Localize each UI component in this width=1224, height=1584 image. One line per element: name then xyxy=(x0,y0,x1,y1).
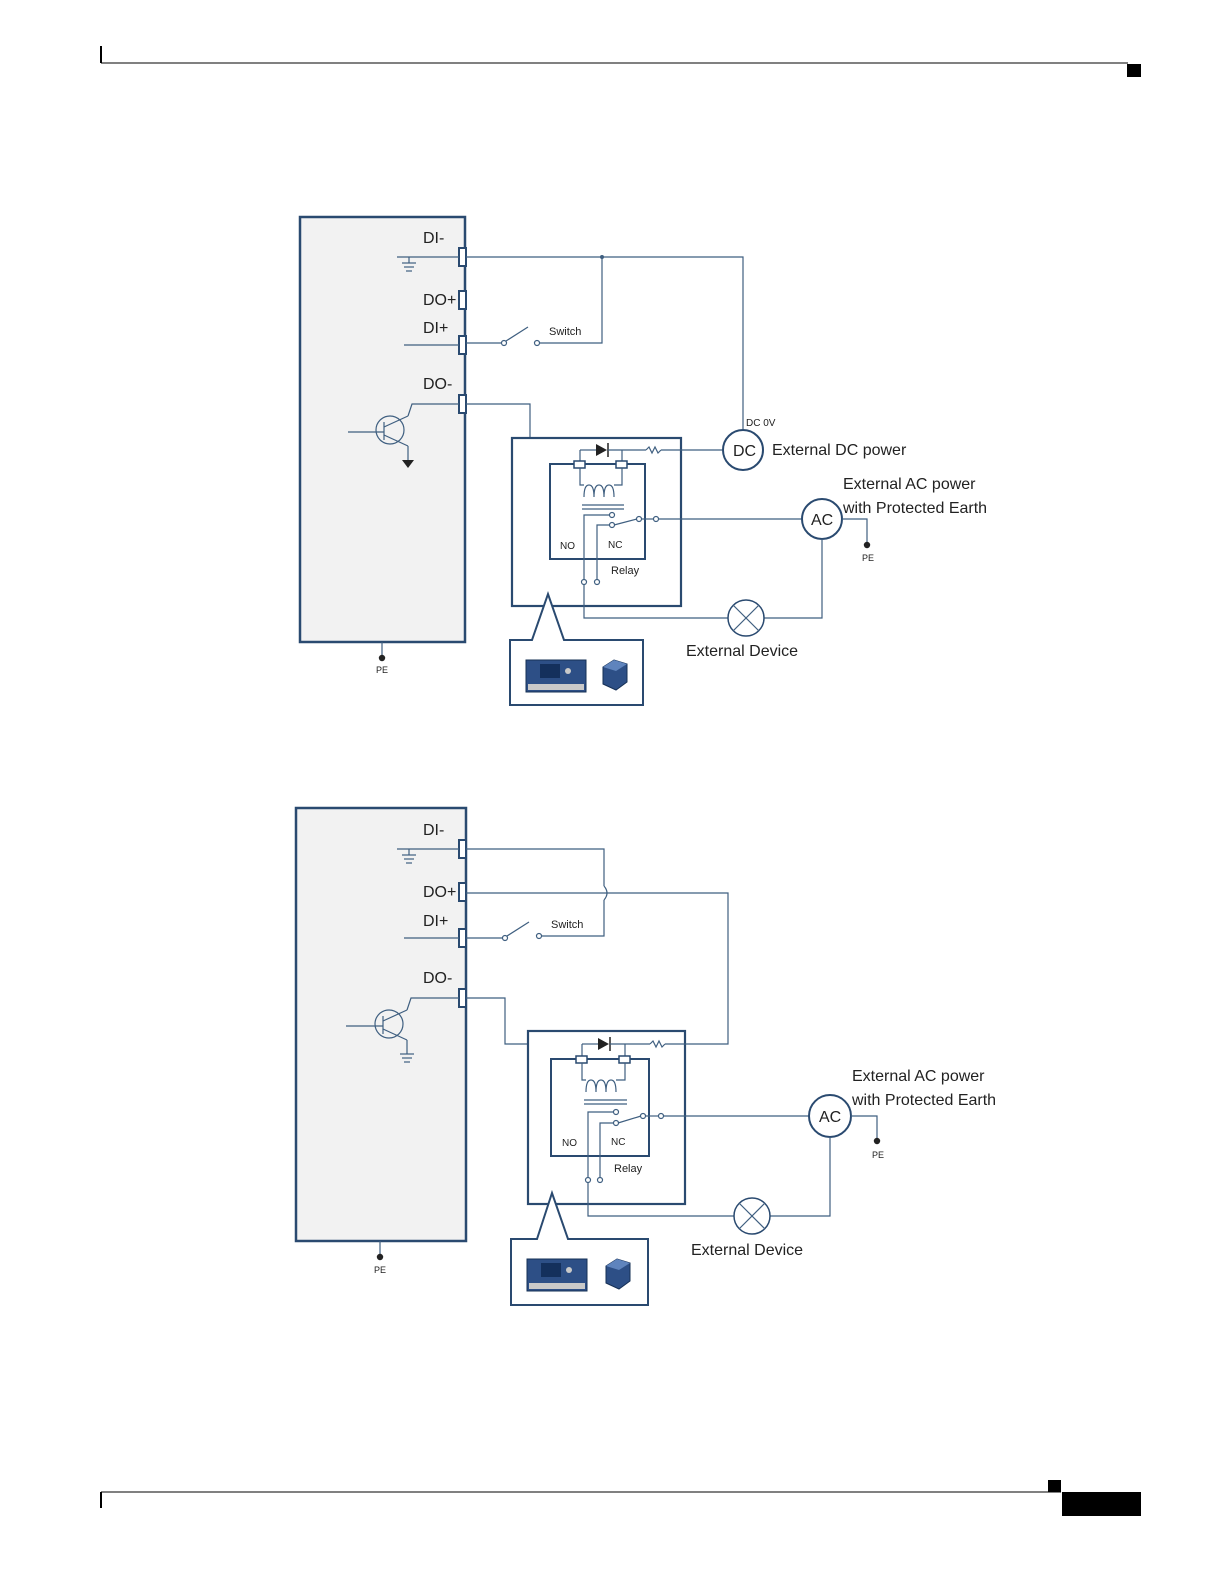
page-header xyxy=(101,46,1141,77)
device-body xyxy=(300,217,465,642)
dc-0v-label: DC 0V xyxy=(746,418,776,429)
ac-pe-terminal xyxy=(874,1138,880,1144)
lamp-icon xyxy=(728,600,764,636)
terminal-di-plus-label: DI+ xyxy=(423,913,448,930)
relay-label: Relay xyxy=(611,565,640,577)
dc-power-label: External DC power xyxy=(772,442,907,459)
terminal-do-plus-label: DO+ xyxy=(423,292,456,309)
ac-pe-terminal xyxy=(864,542,870,548)
relay-no-label: NO xyxy=(560,541,575,552)
switch-label: Switch xyxy=(551,919,583,931)
external-device-label: External Device xyxy=(691,1242,803,1259)
device-pe-terminal: PE xyxy=(374,1241,386,1275)
relay-board-photo-icon xyxy=(527,1259,587,1291)
ac-symbol: AC xyxy=(819,1109,841,1126)
relay-nc-label: NC xyxy=(611,1137,625,1148)
terminal-di-plus xyxy=(459,336,466,354)
svg-text:PE: PE xyxy=(376,665,388,675)
terminal-do-plus xyxy=(459,883,466,901)
ac-power-label-line1: External AC power xyxy=(852,1068,985,1085)
terminal-di-minus xyxy=(459,248,466,266)
relay-photo-callout xyxy=(510,594,643,705)
switch-icon xyxy=(466,922,542,941)
terminal-do-minus-label: DO- xyxy=(423,376,452,393)
terminal-do-minus-label: DO- xyxy=(423,970,452,987)
svg-text:PE: PE xyxy=(374,1265,386,1275)
terminal-do-minus xyxy=(459,395,466,413)
terminal-do-minus xyxy=(459,989,466,1007)
dc-symbol: DC xyxy=(733,443,756,460)
device-pe-terminal: PE xyxy=(376,642,388,675)
terminal-di-plus xyxy=(459,929,466,947)
relay-photo-callout xyxy=(511,1193,648,1305)
wiring-diagram-dc: DI- DO+ DI+ DO- xyxy=(300,217,987,705)
terminal-do-plus xyxy=(459,291,466,309)
device-body xyxy=(296,808,466,1241)
terminal-di-minus-label: DI- xyxy=(423,230,444,247)
lamp-icon xyxy=(734,1198,770,1234)
terminal-di-minus-label: DI- xyxy=(423,822,444,839)
ac-power-label-line2: with Protected Earth xyxy=(842,500,987,517)
external-device-label: External Device xyxy=(686,643,798,660)
ac-power-label-line1: External AC power xyxy=(843,476,976,493)
relay-no-label: NO xyxy=(562,1138,577,1149)
terminal-di-minus xyxy=(459,840,466,858)
switch-icon xyxy=(466,257,602,346)
wiring-diagram-internal: DI- DO+ DI+ DO- xyxy=(296,808,996,1305)
ac-symbol: AC xyxy=(811,512,833,529)
relay-board-photo-icon xyxy=(526,660,586,692)
ac-pe-label: PE xyxy=(872,1150,884,1160)
switch-label: Switch xyxy=(549,326,581,338)
relay-nc-label: NC xyxy=(608,540,622,551)
terminal-di-plus-label: DI+ xyxy=(423,320,448,337)
page-footer xyxy=(101,1480,1141,1516)
relay-label: Relay xyxy=(614,1163,643,1175)
terminal-do-plus-label: DO+ xyxy=(423,884,456,901)
ac-pe-label: PE xyxy=(862,553,874,563)
ac-power-label-line2: with Protected Earth xyxy=(851,1092,996,1109)
